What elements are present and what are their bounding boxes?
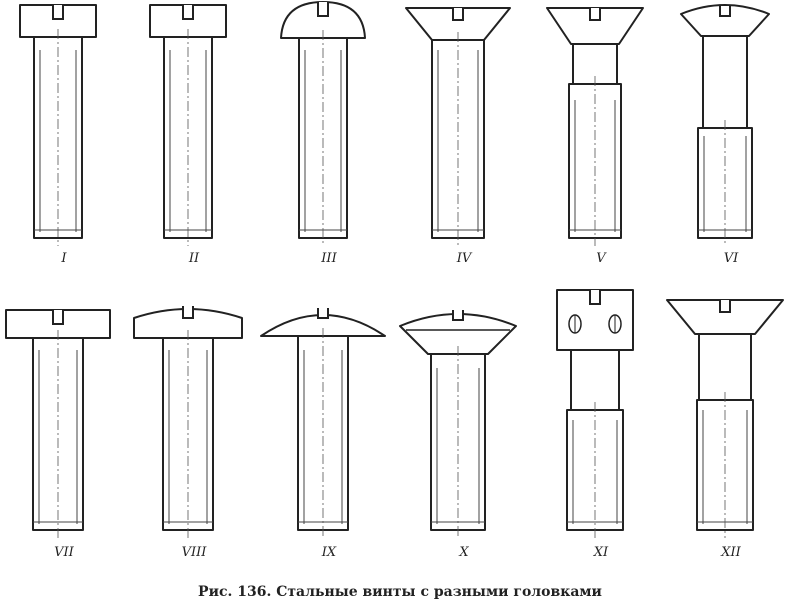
screw-iv [405, 7, 511, 246]
screw-x [399, 310, 517, 538]
screw-label: II [188, 251, 200, 266]
screw-i [19, 4, 97, 246]
screw-vi [680, 4, 770, 246]
screw-xii [666, 299, 784, 538]
screw-label: VII [54, 545, 75, 560]
screw-label: VIII [182, 545, 208, 560]
screw-vii [5, 309, 111, 538]
screw-label: X [458, 545, 469, 560]
screw-label: IV [456, 251, 473, 266]
figure-caption: Рис. 136. Стальные винты с разными голов… [198, 584, 602, 600]
screw-label: I [60, 251, 67, 266]
screw-label: V [596, 251, 607, 266]
screw-label: XII [720, 545, 741, 560]
screw-xi [556, 289, 634, 538]
screw-label: VI [724, 251, 739, 266]
screw-label: IX [321, 545, 337, 560]
screw-label: III [320, 251, 337, 266]
screw-v [546, 7, 644, 246]
screw-label: XI [593, 545, 609, 560]
screw-iii [280, 1, 366, 246]
screw-ii [149, 4, 227, 246]
screw-viii [133, 306, 243, 538]
screw-ix [260, 308, 386, 538]
